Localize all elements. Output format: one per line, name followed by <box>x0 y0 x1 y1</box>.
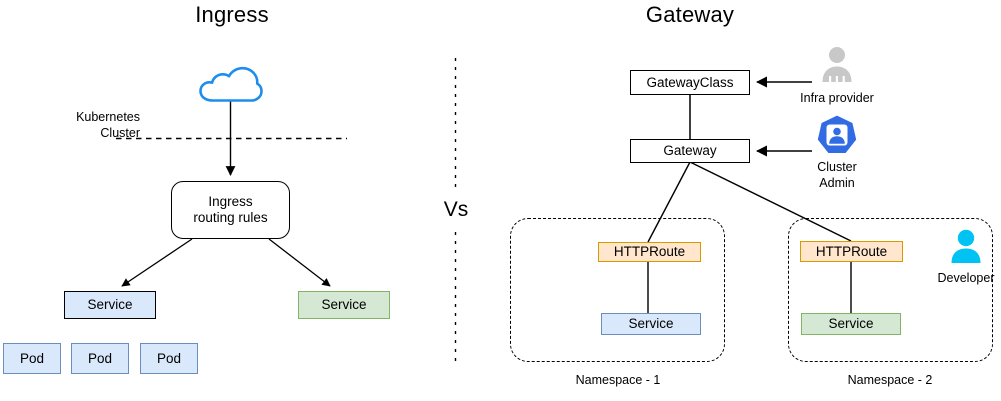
cloud-icon <box>198 66 264 104</box>
kubernetes-user-icon <box>815 114 859 158</box>
namespace-2-container <box>788 218 993 362</box>
ingress-section-title: Ingress <box>195 2 269 27</box>
namespace-1-container <box>510 218 725 362</box>
namespace-1-service[interactable]: Service <box>601 313 701 335</box>
namespace-1-caption: Namespace - 1 <box>575 373 661 387</box>
httproute-box-1[interactable]: HTTPRoute <box>598 242 701 262</box>
ingress-service-green[interactable]: Service <box>298 291 390 319</box>
gatewayclass-box[interactable]: GatewayClass <box>630 70 750 95</box>
person-gray-icon <box>818 45 856 83</box>
httproute-box-2[interactable]: HTTPRoute <box>800 241 903 262</box>
kubernetes-cluster-label: Kubernetes Cluster <box>76 110 140 140</box>
infra-provider-caption: Infra provider <box>800 91 874 105</box>
namespace-2-caption: Namespace - 2 <box>847 373 933 387</box>
ingress-service-blue[interactable]: Service <box>64 291 156 319</box>
namespace-2-service[interactable]: Service <box>801 313 901 335</box>
ingress-to-service-green-line <box>268 238 331 287</box>
ingress-routing-rules-box[interactable]: Ingress routing rules <box>171 181 290 239</box>
gateway-box[interactable]: Gateway <box>630 139 750 163</box>
developer-caption: Developer <box>937 271 995 285</box>
pod-box-2[interactable]: Pod <box>71 343 129 374</box>
person-cyan-icon <box>948 228 984 264</box>
gateway-section-title: Gateway <box>645 2 735 27</box>
cluster-admin-caption: Cluster Admin <box>817 160 857 190</box>
vs-divider-label: Vs <box>443 198 469 221</box>
ingress-to-service-blue-line <box>121 238 193 287</box>
pod-box-1[interactable]: Pod <box>3 343 61 374</box>
pod-box-3[interactable]: Pod <box>140 343 198 374</box>
